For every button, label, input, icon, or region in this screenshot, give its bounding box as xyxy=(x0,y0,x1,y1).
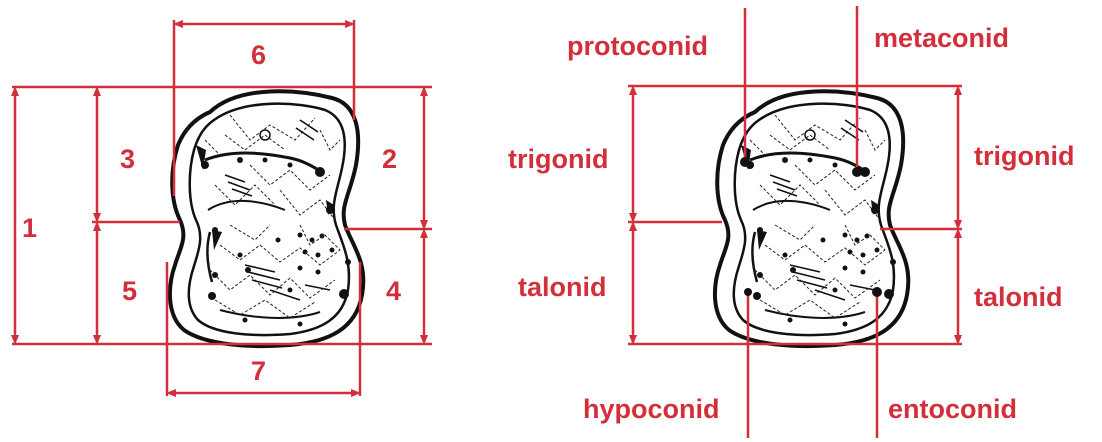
right-panel: protoconid metaconid trigonid trigonid t… xyxy=(508,6,1074,438)
label-talonid-right: talonid xyxy=(974,282,1063,312)
label-6: 6 xyxy=(251,40,266,70)
label-7: 7 xyxy=(251,356,266,386)
label-1: 1 xyxy=(22,213,37,243)
label-4: 4 xyxy=(386,276,401,306)
label-trigonid-right: trigonid xyxy=(974,141,1074,171)
label-5: 5 xyxy=(122,276,137,306)
left-tooth-drawing xyxy=(170,91,363,346)
left-panel: 1 3 5 2 4 6 7 xyxy=(12,20,432,396)
label-protoconid: protoconid xyxy=(567,31,708,61)
label-talonid-left: talonid xyxy=(518,272,607,302)
label-trigonid-left: trigonid xyxy=(508,144,608,174)
label-2: 2 xyxy=(382,144,397,174)
label-metaconid: metaconid xyxy=(874,23,1009,53)
label-entoconid: entoconid xyxy=(888,394,1017,424)
label-3: 3 xyxy=(120,144,135,174)
label-hypoconid: hypoconid xyxy=(583,394,720,424)
